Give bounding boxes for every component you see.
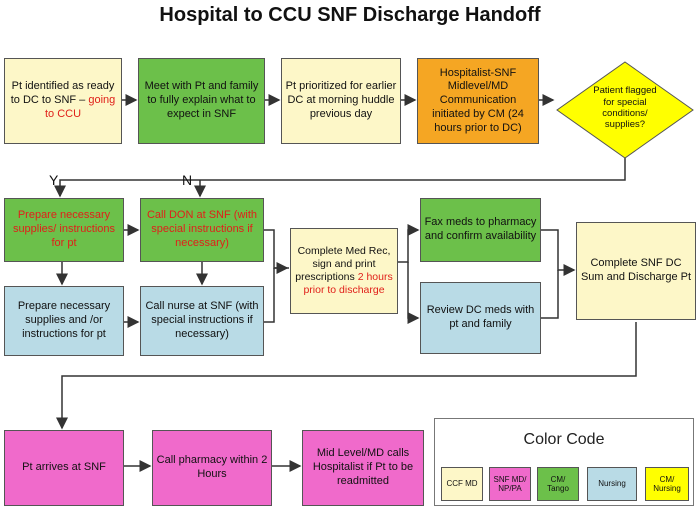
box-complete-snf-dc: Complete SNF DC Sum and Discharge Pt <box>576 222 696 320</box>
box-prepare-supplies-cm: Prepare necessary supplies/ instructions… <box>4 198 124 262</box>
box-call-pharmacy: Call pharmacy within 2 Hours <box>152 430 272 506</box>
complete-med-text: Complete Med Rec, sign and print prescri… <box>295 244 391 283</box>
box-hospitalist-communication: Hospitalist-SNF Midlevel/MD Communicatio… <box>417 58 539 144</box>
legend-item-ccf-md: CCF MD <box>441 467 483 501</box>
label-yes: Y <box>49 172 59 188</box>
legend-title: Color Code <box>523 431 605 448</box>
color-legend: Color Code CCF MD SNF MD/ NP/PA CM/ Tang… <box>434 418 694 506</box>
box-call-nurse: Call nurse at SNF (with special instruct… <box>140 286 264 356</box>
decision-flagged-text: Patient flagged for special conditions/ … <box>593 85 657 131</box>
box-pt-prioritized: Pt prioritized for earlier DC at morning… <box>281 58 401 144</box>
box-call-don: Call DON at SNF (with special instructio… <box>140 198 264 262</box>
label-no: N <box>182 172 193 188</box>
complete-med-red-text: 2 hours prior to discharge <box>303 271 393 297</box>
legend-item-cm-nursing: CM/ Nursing <box>645 467 689 501</box>
legend-item-cm-tango: CM/ Tango <box>537 467 579 501</box>
box-prepare-supplies-nursing: Prepare necessary supplies and /or instr… <box>4 286 124 356</box>
box-review-dc-meds: Review DC meds with pt and family <box>420 282 541 354</box>
legend-item-nursing: Nursing <box>587 467 637 501</box>
page-title: Hospital to CCU SNF Discharge Handoff <box>159 4 541 26</box>
pt-identified-text: Pt identified as ready to DC to SNF – <box>10 80 115 107</box>
pt-identified-red-text: going to CCU <box>44 94 116 120</box>
box-meet-family: Meet with Pt and family to fully explain… <box>138 58 265 144</box>
box-complete-med-rec: Complete Med Rec, sign and print prescri… <box>290 228 398 314</box>
box-mid-level-calls: Mid Level/MD calls Hospitalist if Pt to … <box>302 430 424 506</box>
decision-diamond <box>556 61 694 159</box>
box-fax-meds: Fax meds to pharmacy and confirm availab… <box>420 198 541 262</box>
legend-item-snf-md: SNF MD/ NP/PA <box>489 467 531 501</box>
box-pt-identified: Pt identified as ready to DC to SNF – go… <box>4 58 122 144</box>
box-pt-arrives: Pt arrives at SNF <box>4 430 124 506</box>
